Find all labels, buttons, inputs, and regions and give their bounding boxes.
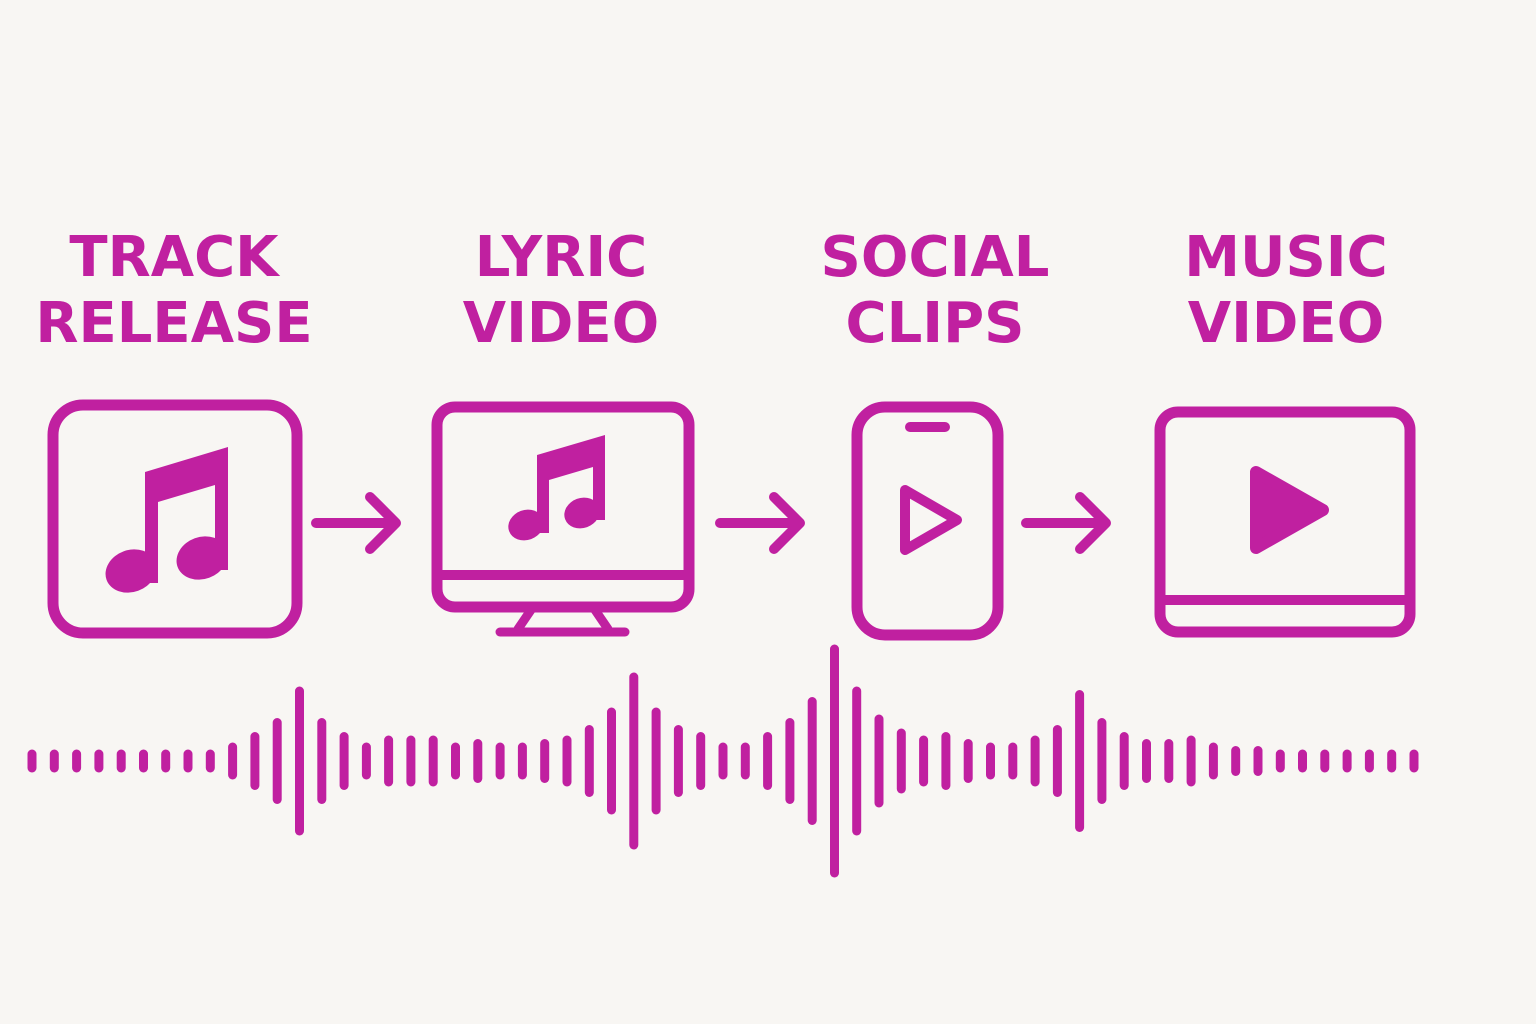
step-label-lyric-video: LYRIC VIDEO xyxy=(401,225,721,357)
arrow-right-icon xyxy=(311,492,401,554)
step-label-line-1: TRACK xyxy=(69,225,279,290)
step-label-line-2: VIDEO xyxy=(462,291,660,356)
arrow-right-icon xyxy=(715,492,805,554)
phone-play-icon xyxy=(851,401,1004,641)
step-label-line-1: MUSIC xyxy=(1184,225,1388,290)
step-label-social-clips: SOCIAL CLIPS xyxy=(775,225,1095,357)
step-label-line-1: SOCIAL xyxy=(820,225,1050,290)
step-label-track-release: TRACK RELEASE xyxy=(14,225,334,357)
step-label-music-video: MUSIC VIDEO xyxy=(1126,225,1446,357)
step-label-line-1: LYRIC xyxy=(474,225,648,290)
video-player-icon xyxy=(1154,406,1416,638)
step-label-line-2: VIDEO xyxy=(1187,291,1385,356)
monitor-music-icon xyxy=(431,401,695,637)
step-label-line-2: RELEASE xyxy=(35,291,313,356)
arrow-right-icon xyxy=(1021,492,1111,554)
step-label-line-2: CLIPS xyxy=(845,291,1025,356)
audio-waveform-icon xyxy=(27,644,1419,878)
music-note-square-icon xyxy=(47,399,303,639)
